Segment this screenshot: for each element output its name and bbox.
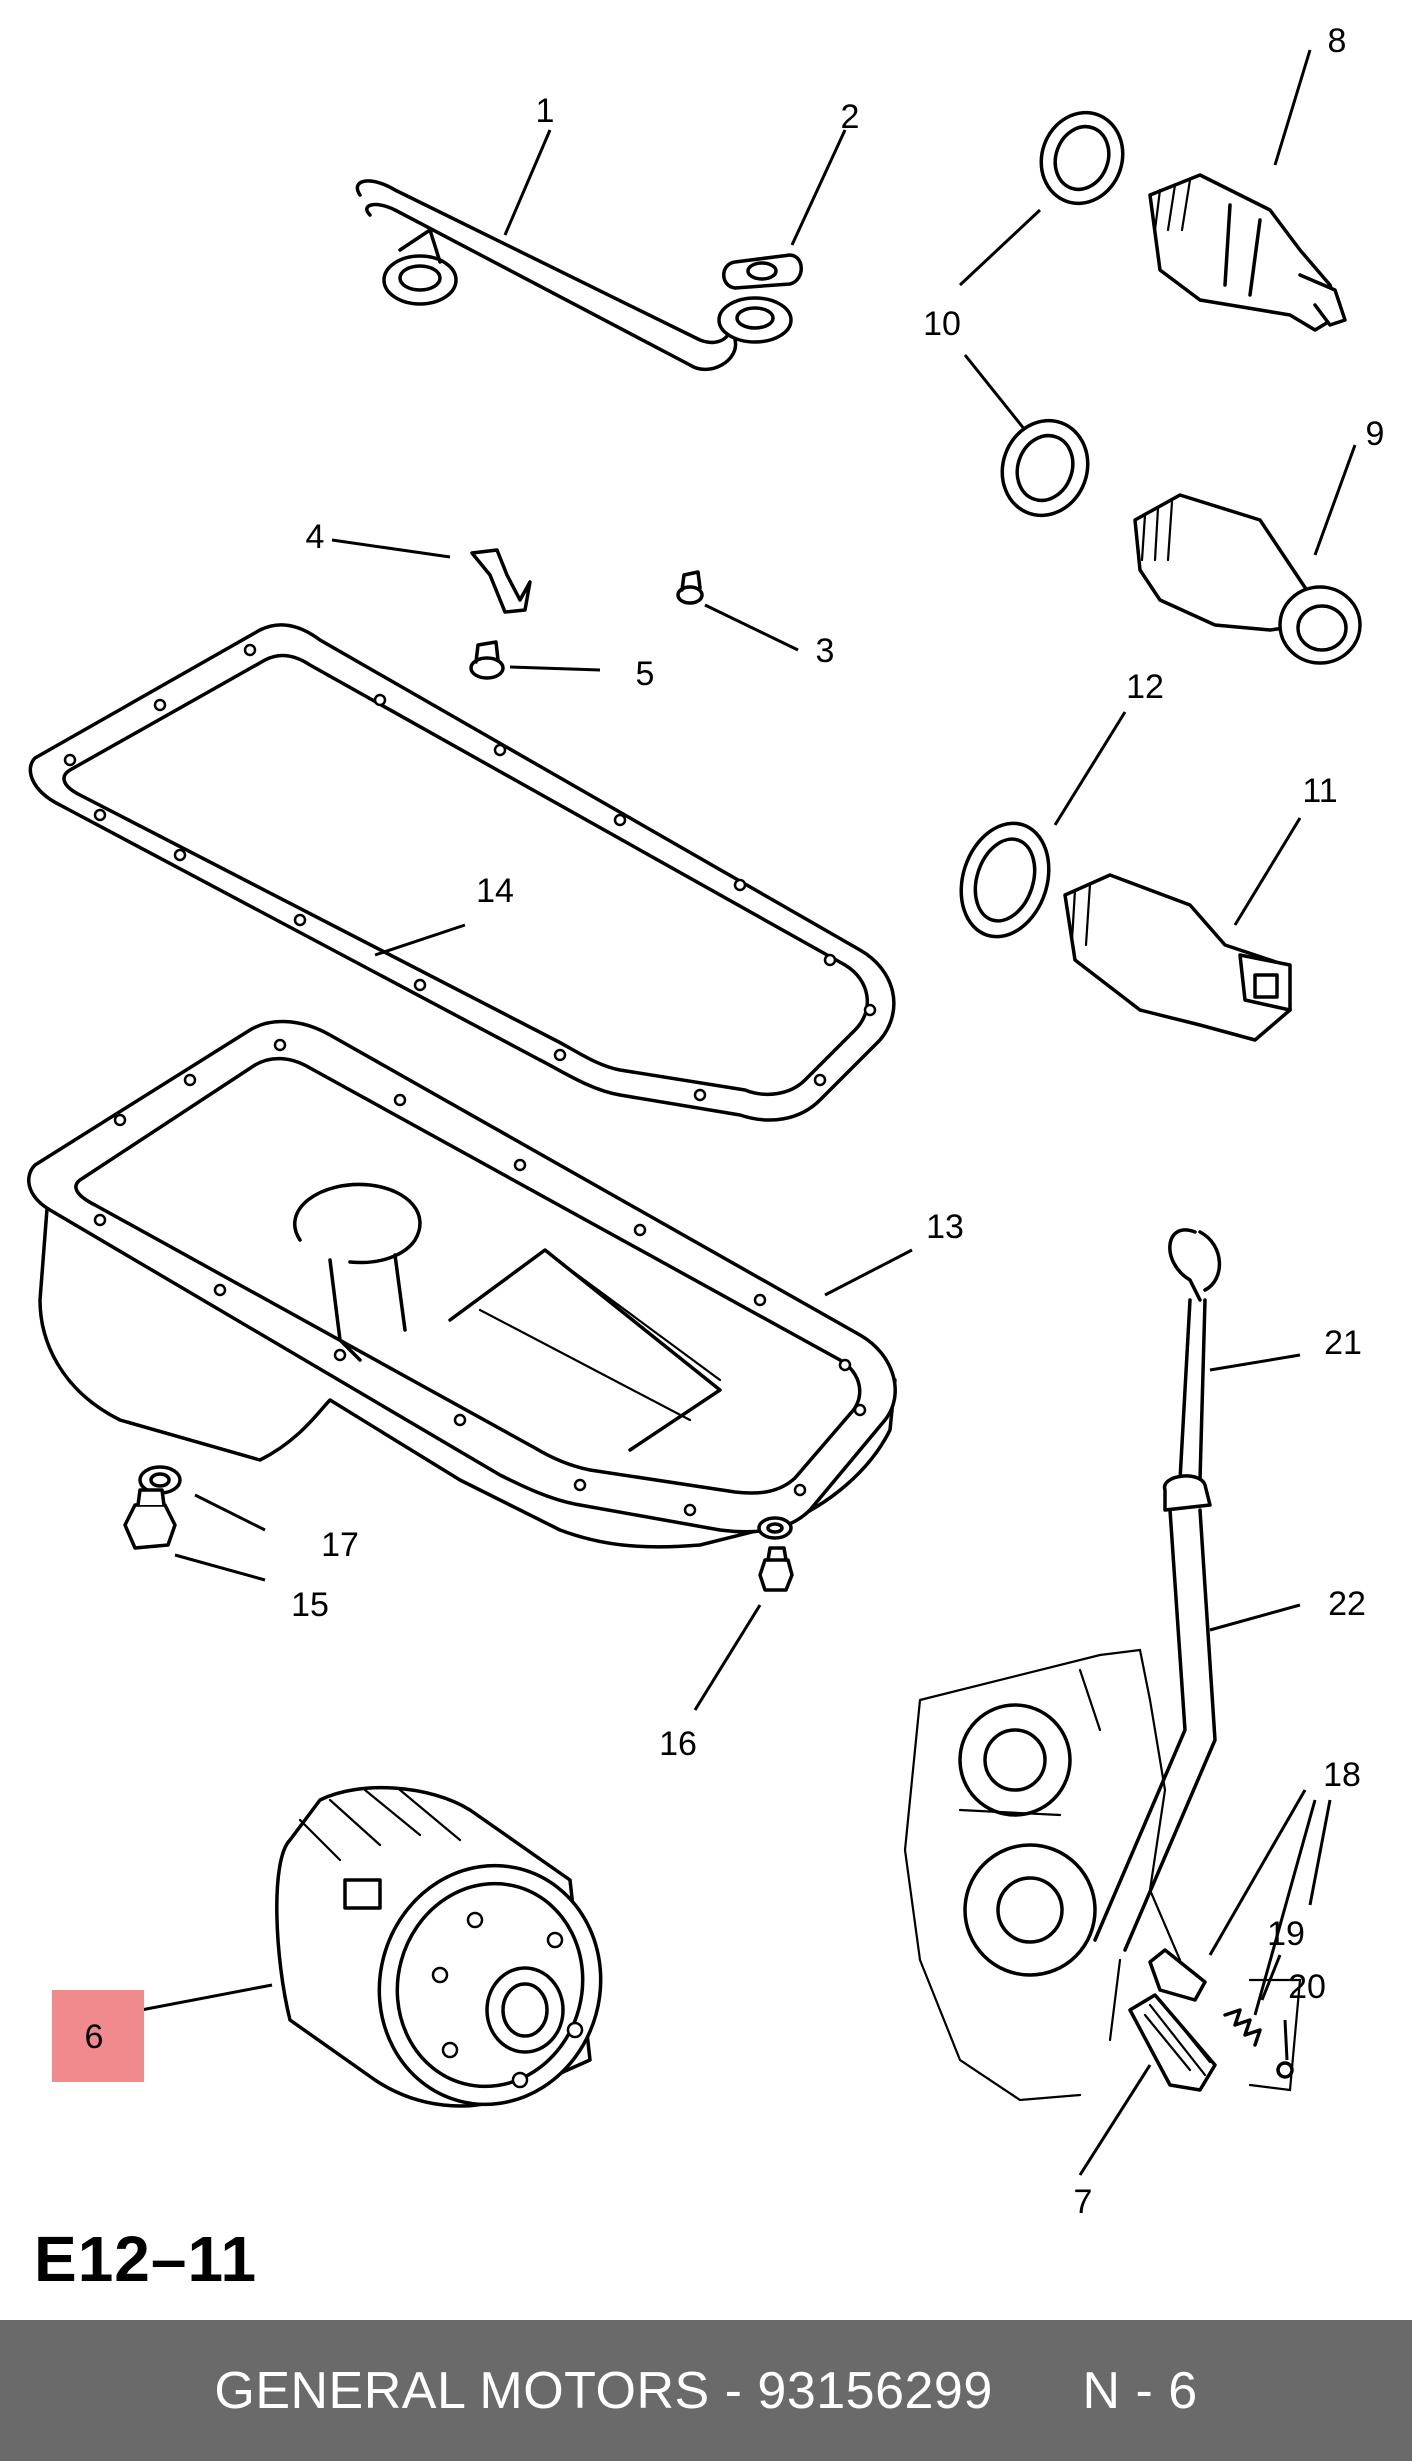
oil-pickup-pipe [355,179,793,372]
bolt-16 [757,1516,794,1592]
callout-14: 14 [476,872,514,910]
callout-19: 19 [1267,1915,1305,1953]
bolt-3 [676,570,704,605]
temperature-switch [1063,873,1292,1042]
callout-5: 5 [636,655,655,693]
diagram-reference-code: E12–11 [34,2223,258,2295]
dipstick [1168,1228,1222,1482]
callout-13: 13 [926,1208,964,1246]
oil-filter [275,1785,603,2108]
engine-block-fragment [903,1648,1302,2102]
relief-spring [1223,2008,1262,2047]
relief-piston [1148,1948,1207,2002]
callout-12: 12 [1126,668,1164,706]
callout-20: 20 [1288,1968,1326,2006]
bolt-5 [469,640,505,680]
drain-plug [123,1488,177,1550]
sealing-ring-upper [1039,110,1125,206]
leader-lines [114,49,1357,2176]
footer-part-number: GENERAL MOTORS - 93156299 N - 6 [214,2361,1198,2420]
bracket [470,548,532,614]
callout-labels: 1 2 3 4 5 6 7 8 9 10 11 12 13 14 15 16 1… [85,22,1385,2221]
callout-21: 21 [1324,1324,1362,1362]
oil-pressure-switch-9 [1133,493,1362,665]
callout-2: 2 [841,98,860,136]
callout-9: 9 [1366,415,1385,453]
callout-3: 3 [816,632,835,670]
footer-bar: GENERAL MOTORS - 93156299 N - 6 [0,2320,1412,2461]
callout-7: 7 [1074,2183,1093,2221]
callout-15: 15 [291,1586,329,1624]
sealing-ring-lower [1000,418,1090,518]
callout-22: 22 [1328,1585,1366,1623]
relief-valve [1128,1993,1217,2092]
sealing-ring-12 [959,821,1051,939]
callout-1: 1 [536,92,555,130]
callout-8: 8 [1328,22,1347,60]
pickup-gasket [722,253,803,290]
callout-11: 11 [1302,772,1337,810]
callout-6: 6 [85,2018,104,2056]
oil-pressure-switch-8 [1148,173,1347,332]
callout-17: 17 [321,1526,359,1564]
callout-18: 18 [1323,1756,1361,1794]
oil-pan-gasket [28,623,896,1122]
callout-10: 10 [923,305,961,343]
callout-4: 4 [306,518,325,556]
callout-16: 16 [659,1725,697,1763]
dipstick-tube [1093,1474,1217,1952]
retaining-pin [1276,2061,1294,2079]
highlight-box [52,1990,144,2082]
exploded-parts-diagram: 1 2 3 4 5 6 7 8 9 10 11 12 13 14 15 16 1… [27,22,1385,2221]
